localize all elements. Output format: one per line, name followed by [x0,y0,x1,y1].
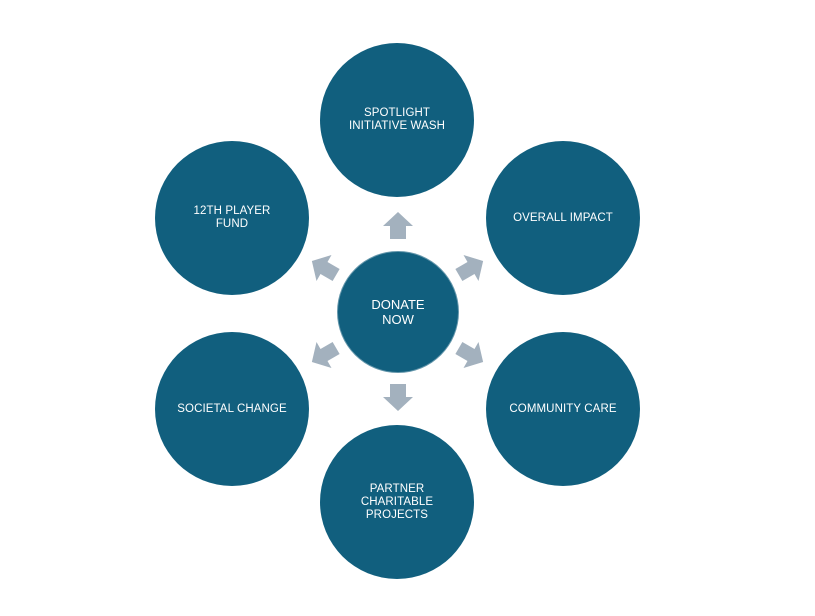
arrow-up-icon [383,212,413,239]
node-societal-change: SOCIETAL CHANGE [155,332,309,486]
node-overall-impact: OVERALL IMPACT [486,141,640,295]
arrow-down-icon [383,384,413,411]
arrow-down-left-icon [311,341,340,368]
node-community-care: COMMUNITY CARE [486,332,640,486]
node-partner-charitable-projects: PARTNER CHARITABLE PROJECTS [320,425,474,579]
node-spotlight-initiative-wash: SPOTLIGHT INITIATIVE WASH [320,43,474,197]
arrow-down-right-icon [455,341,484,368]
arrow-up-right-icon [455,255,484,282]
center-node-donate-now[interactable]: DONATE NOW [337,251,459,373]
node-12th-player-fund: 12TH PLAYER FUND [155,141,309,295]
arrow-up-left-icon [311,255,340,282]
